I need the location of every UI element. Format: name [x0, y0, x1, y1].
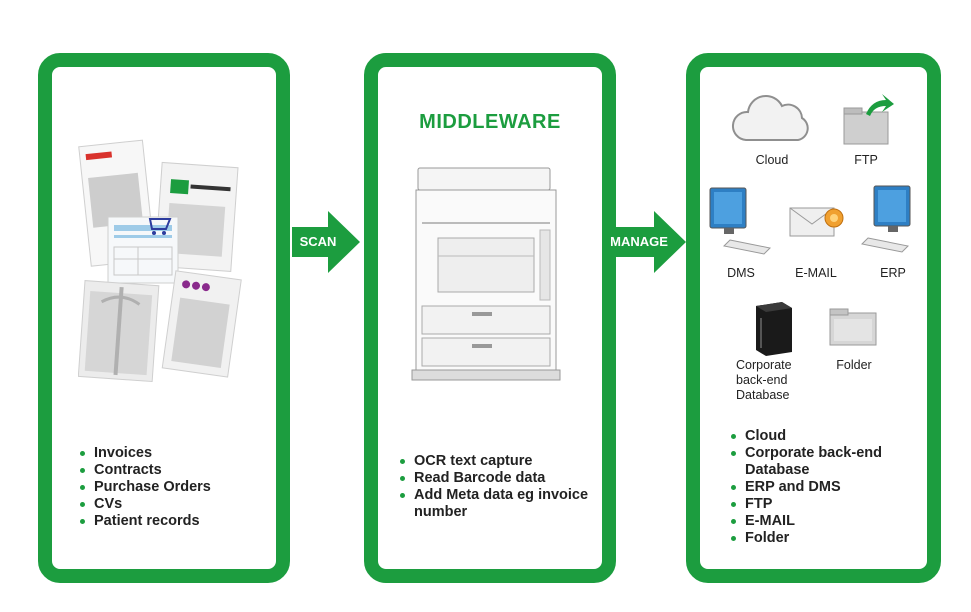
output-destinations-list: Cloud Corporate back-end Database ERP an…	[731, 428, 931, 547]
middleware-title: MIDDLEWARE	[419, 111, 561, 133]
list-item: Contracts	[80, 462, 280, 479]
list-item: ERP and DMS	[731, 479, 931, 496]
folder-label: Folder	[836, 358, 872, 372]
documents-illustration	[78, 139, 242, 383]
list-item: E-MAIL	[731, 513, 931, 530]
list-item: Read Barcode data	[400, 470, 600, 487]
list-item: Purchase Orders	[80, 479, 280, 496]
list-item: Cloud	[731, 428, 931, 445]
email-icon	[789, 207, 844, 237]
scan-arrow: SCAN	[292, 211, 362, 273]
middleware-features-list: OCR text capture Read Barcode data Add M…	[400, 453, 600, 521]
database-server-icon	[756, 302, 792, 356]
list-item: OCR text capture	[400, 453, 600, 470]
list-item: FTP	[731, 496, 931, 513]
input-documents-panel	[38, 53, 290, 583]
printer-mfp-icon	[411, 167, 561, 381]
list-item: Add Meta data eg invoice number	[400, 487, 600, 521]
manage-arrow: MANAGE	[606, 211, 688, 273]
list-item: Invoices	[80, 445, 280, 462]
ftp-folder-icon	[843, 94, 894, 145]
database-label: Corporate back-end Database	[736, 358, 792, 402]
cloud-icon	[731, 95, 809, 141]
list-item: Patient records	[80, 513, 280, 530]
scan-label: SCAN	[299, 234, 337, 249]
erp-monitor-icon	[860, 185, 911, 253]
list-item: CVs	[80, 496, 280, 513]
email-label: E-MAIL	[795, 266, 837, 280]
cloud-label: Cloud	[755, 153, 789, 167]
manage-label: MANAGE	[610, 234, 668, 249]
output-destinations-panel	[686, 53, 941, 583]
folder-icon	[829, 308, 877, 346]
list-item: Folder	[731, 530, 931, 547]
dms-monitor-icon	[709, 187, 772, 255]
ftp-label: FTP	[854, 153, 878, 167]
dms-label: DMS	[727, 266, 755, 280]
list-item: Corporate back-end Database	[731, 445, 931, 479]
input-documents-list: Invoices Contracts Purchase Orders CVs P…	[80, 445, 280, 530]
erp-label: ERP	[880, 266, 906, 280]
